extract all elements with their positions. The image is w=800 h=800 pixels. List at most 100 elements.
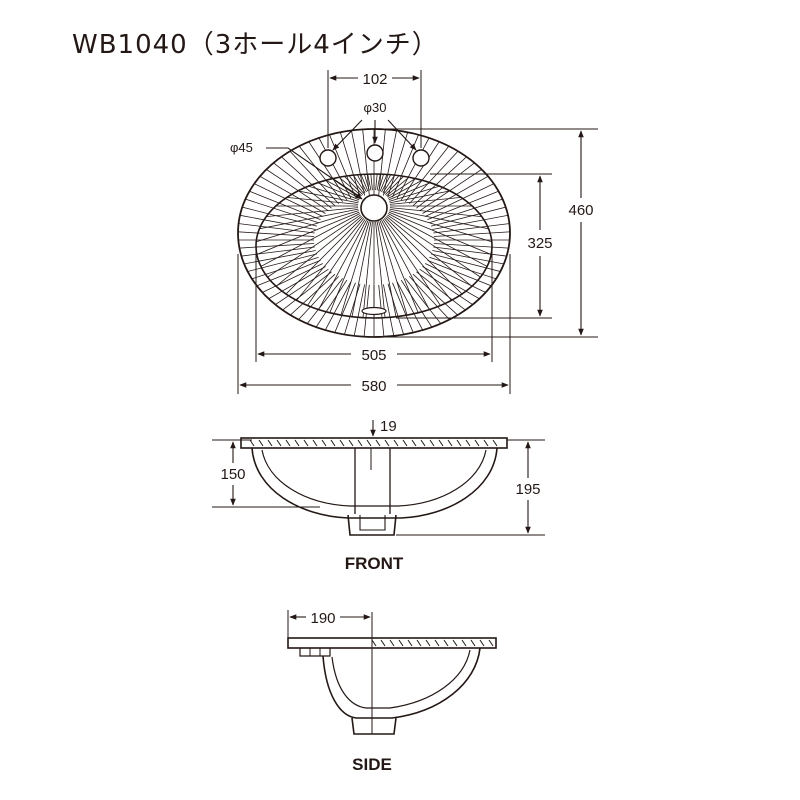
front-rim-tick [393, 439, 399, 447]
side-rim-tick [371, 639, 377, 647]
rim-ray [433, 246, 510, 267]
bowl-ray [256, 207, 359, 232]
bowl-ray [348, 221, 373, 318]
rim-ray [409, 276, 504, 337]
rim-ray [378, 284, 392, 337]
front-rim-tick [447, 439, 453, 447]
rim-ray [400, 129, 475, 201]
front-rim-tick [438, 439, 444, 447]
front-rim-tick [402, 439, 408, 447]
front-rim-tick [258, 439, 264, 447]
rim-ray [433, 213, 510, 234]
rim-ray [392, 282, 443, 337]
rim-ray [419, 129, 510, 212]
rim-ray [433, 226, 510, 237]
side-rim-tick [425, 639, 431, 647]
bowl-ray [256, 211, 360, 306]
bowl-ray [375, 221, 400, 318]
dim-102-label-bg [358, 69, 392, 87]
rim-ray [339, 129, 365, 196]
rim-ray [238, 199, 316, 230]
front-rim-tick [348, 439, 354, 447]
side-rim-tick [398, 639, 404, 647]
front-rim-hatching [249, 439, 498, 447]
rim-ray [409, 129, 504, 204]
dim-150-label-bg [213, 465, 253, 483]
bowl-ray [256, 219, 367, 318]
dim-drain-dia-label: φ45 [230, 140, 253, 155]
rim-ray [396, 281, 459, 337]
bowl-ray [256, 219, 366, 318]
rim-ray [238, 266, 326, 337]
bowl-ray [256, 174, 366, 193]
front-rim-tick [312, 439, 318, 447]
side-rim-tick [488, 639, 494, 647]
rim-ray [238, 139, 326, 214]
rim-ray [404, 129, 490, 202]
bowl-ray [256, 214, 361, 318]
rim-ray [238, 129, 332, 209]
overflow-slot [361, 306, 387, 316]
side-rim-tick [461, 639, 467, 647]
rim-ray [238, 243, 315, 254]
front-rim-tick [330, 439, 336, 447]
dim-580-label-bg [351, 376, 397, 394]
rim-ray [258, 129, 344, 202]
rim-ray [289, 281, 352, 337]
faucet-hole-center [366, 144, 384, 162]
bowl-ray [381, 219, 492, 318]
bowl-ray [382, 219, 492, 318]
bowl-ray [379, 220, 474, 318]
front-rim-tick [483, 439, 489, 447]
side-rim-tick [479, 639, 485, 647]
faucet-hole-right [412, 149, 430, 167]
dim-width-total-label: 580 [361, 378, 386, 395]
bowl-ray [382, 174, 492, 193]
side-rim-hatching [371, 639, 494, 647]
rim-ray [425, 263, 510, 330]
dim-hole-dia-label: φ30 [364, 100, 387, 115]
bowl-ray [256, 215, 362, 318]
bowl-ray [256, 180, 359, 205]
front-rim-tick [474, 439, 480, 447]
rim-ray [238, 250, 316, 281]
side-bowl-outer [322, 647, 481, 719]
bowl-ray [256, 210, 359, 282]
bowl-ray [298, 221, 370, 318]
rim-ray [356, 284, 370, 337]
front-rim-tick [492, 439, 498, 447]
dim-hole-spacing-label: 102 [362, 71, 387, 88]
dim-offset-label: 190 [310, 610, 335, 627]
rim-ray [422, 266, 510, 337]
rim-ray [305, 129, 356, 198]
front-rim-tick [321, 439, 327, 447]
rim-ray [356, 129, 370, 196]
dim-hole-dia-leader-right [387, 119, 417, 151]
bowl-ray [388, 174, 492, 201]
rim-ray [322, 283, 361, 337]
front-view: 19 150 195 FRONT [212, 418, 548, 573]
front-drain-base [347, 514, 397, 536]
bowl-ray [387, 214, 492, 318]
front-rim [240, 437, 508, 449]
front-rim-tick [456, 439, 462, 447]
front-rim-tick [429, 439, 435, 447]
dim-190-label-bg [306, 608, 340, 626]
dim-505-label-bg [351, 345, 397, 363]
bowl-ray [348, 174, 373, 191]
bowl-ray [256, 174, 359, 202]
rim-ray [378, 129, 392, 196]
dim-depth-bowl-label: 325 [527, 235, 552, 252]
front-rim-tick [411, 439, 417, 447]
faucet-hole-left [319, 149, 337, 167]
front-rim-tick [294, 439, 300, 447]
front-drain-pipe [354, 448, 391, 514]
rim-ray [273, 129, 348, 201]
side-rim-tick [452, 639, 458, 647]
dim-width-bowl-label: 505 [361, 347, 386, 364]
bowl-ray [389, 174, 492, 202]
side-drain-base [351, 717, 397, 735]
dim-total-height-label: 195 [515, 481, 540, 498]
rim-ray [238, 263, 323, 330]
